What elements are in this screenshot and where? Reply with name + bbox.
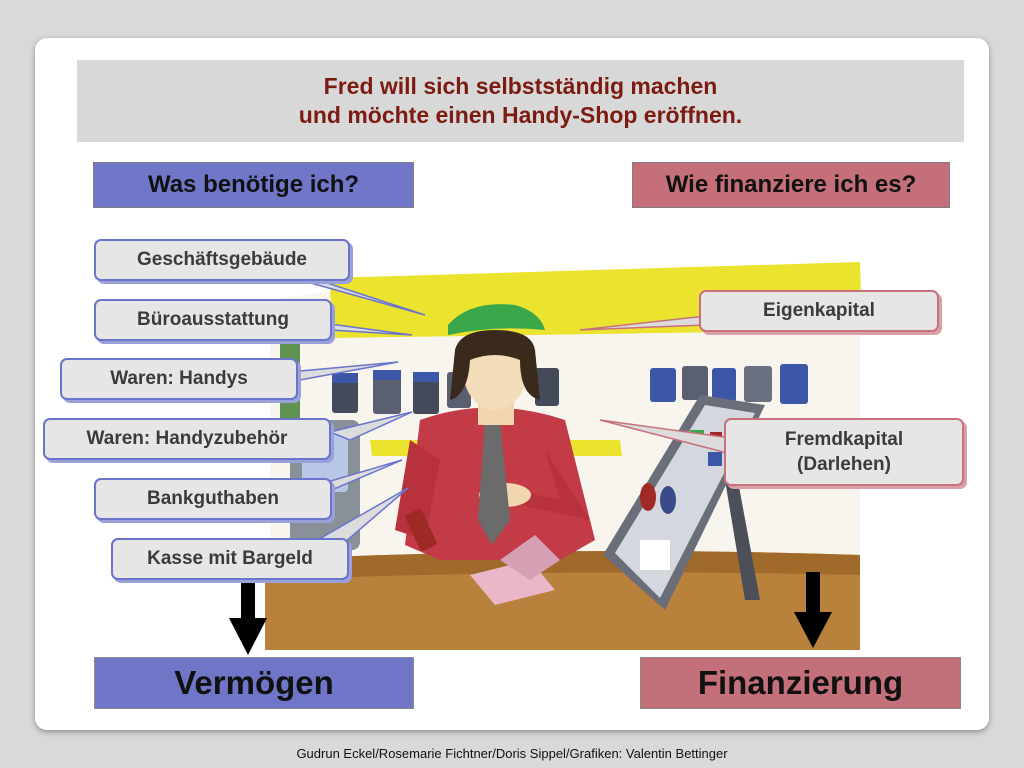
callout-waren-handys: Waren: Handys <box>60 358 298 400</box>
fremdkapital-line-2: (Darlehen) <box>797 454 891 475</box>
arrow-down-right-icon <box>794 572 832 648</box>
finanzierung-box: Finanzierung <box>640 657 961 709</box>
callout-bankguthaben: Bankguthaben <box>94 478 332 520</box>
needs-header: Was benötige ich? <box>93 162 414 208</box>
vermoegen-box: Vermögen <box>94 657 414 709</box>
callout-geschaeftsgebaeude: Geschäftsgebäude <box>94 239 350 281</box>
arrow-down-left-icon <box>229 582 267 655</box>
callout-eigenkapital: Eigenkapital <box>699 290 939 332</box>
footer-credits: Gudrun Eckel/Rosemarie Fichtner/Doris Si… <box>296 746 728 761</box>
financing-header: Wie finanziere ich es? <box>632 162 950 208</box>
fremdkapital-line-1: Fremdkapital <box>784 429 904 450</box>
callout-waren-handyzubehoer: Waren: Handyzubehör <box>43 418 331 460</box>
title-line-2: und möchte einen Handy-Shop eröffnen. <box>298 102 743 128</box>
callout-bueroausstattung: Büroausstattung <box>94 299 332 341</box>
callout-fremdkapital: Fremdkapital (Darlehen) <box>724 418 964 486</box>
callout-kasse-mit-bargeld: Kasse mit Bargeld <box>111 538 349 580</box>
title-line-1: Fred will sich selbstständig machen <box>323 73 718 99</box>
title-banner: Fred will sich selbstständig machen und … <box>77 60 964 142</box>
